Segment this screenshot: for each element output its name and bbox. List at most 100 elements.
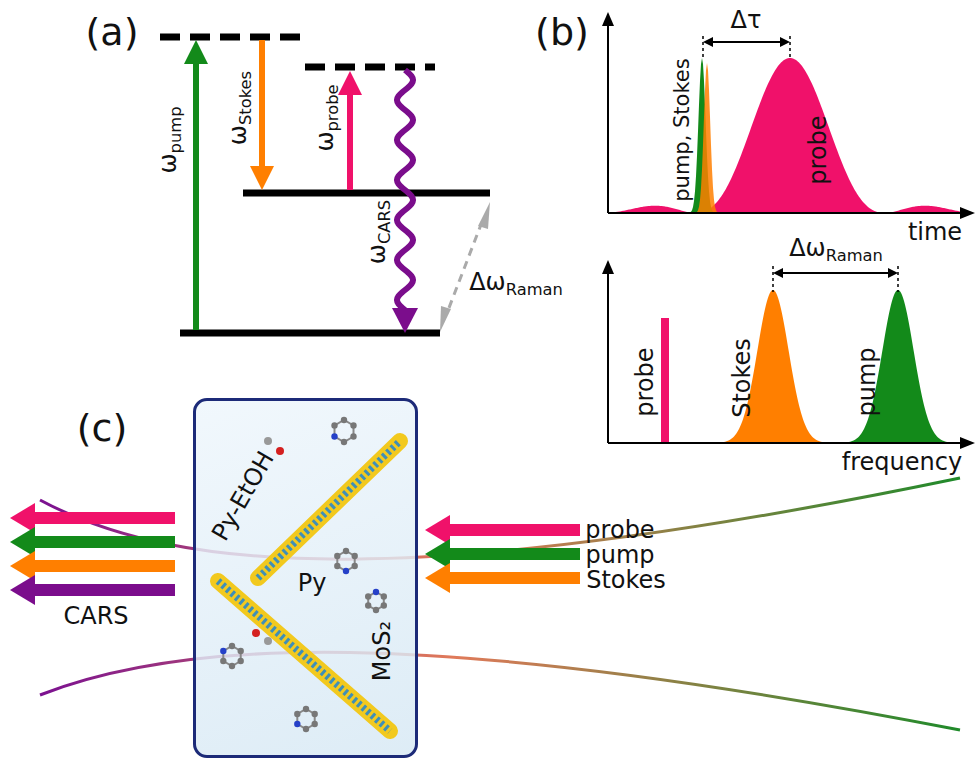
atom [229, 643, 235, 649]
text-label: Stokes [730, 338, 754, 418]
axis-arrow [960, 437, 975, 449]
arrow-head [250, 166, 274, 190]
beam-edge [40, 652, 960, 730]
mos2-lattice [218, 581, 390, 731]
subscript: CARS [375, 200, 394, 244]
text-label: ωStokes [226, 71, 254, 145]
node-text: Py [298, 571, 327, 595]
atom [350, 433, 356, 439]
stokes-spectrum [700, 290, 846, 443]
atom [350, 422, 356, 428]
virtual-level [305, 64, 435, 71]
arrow-head [780, 37, 790, 47]
subscript: Stokes [236, 71, 255, 125]
axis-arrow [602, 260, 614, 274]
pump-beam [448, 548, 580, 560]
transition-arrows [184, 40, 490, 333]
raman-shift-arrow [447, 222, 482, 313]
delay-arrow [712, 41, 781, 43]
guide-line [789, 36, 791, 58]
atom [373, 589, 379, 595]
text-label: pump, Stokes [672, 58, 693, 201]
text-label: time [908, 220, 962, 244]
atom [331, 422, 337, 428]
beam-edge [40, 478, 960, 559]
atom [276, 447, 284, 455]
atom [381, 593, 387, 599]
atom [334, 553, 340, 559]
atom [312, 711, 318, 717]
panel-letter: (c) [77, 409, 128, 447]
energy-levels [160, 37, 490, 333]
axis [608, 212, 962, 214]
atom [365, 602, 371, 608]
axis [607, 24, 609, 213]
text-label: probe [806, 115, 830, 184]
guide-line [702, 36, 704, 58]
atom [312, 721, 318, 727]
pump-spectrum [825, 290, 971, 443]
output-arrows [10, 503, 175, 605]
cars-arrow [397, 70, 413, 310]
arrow-head [10, 527, 35, 557]
arrow-head [425, 563, 450, 593]
text-label: ΔωRaman [789, 236, 883, 264]
text-label: ΔωRaman [469, 270, 563, 298]
atom [294, 721, 300, 727]
axis [607, 272, 609, 443]
raman-shift-arrow [782, 272, 889, 274]
text-label: pump [585, 543, 654, 567]
panel-letter: (a) [86, 13, 139, 51]
node-text: MoS₂ [370, 621, 394, 681]
mos2-flake [258, 441, 400, 578]
atom [352, 553, 358, 559]
arrow-head [478, 202, 490, 229]
subscript: Raman [826, 246, 883, 265]
atom [341, 439, 347, 445]
text-label: ωpump [156, 106, 184, 173]
arrow-head [10, 551, 35, 581]
cars-beam [33, 584, 175, 596]
atom [334, 563, 340, 569]
atom [238, 658, 244, 664]
axis-arrow [960, 207, 975, 219]
arrow-head [703, 37, 713, 47]
frequency-plot [602, 260, 975, 449]
atom [303, 706, 309, 712]
atom [238, 648, 244, 654]
text-label: Δτ [731, 8, 762, 32]
arrow-head [392, 308, 418, 333]
atom [220, 658, 226, 664]
mos2-flake [218, 581, 390, 731]
text-label: pump [855, 347, 879, 416]
arrow-head [10, 503, 35, 533]
atom [373, 607, 379, 613]
sample-cuvette: Py-EtOHPyMoS₂ [193, 398, 418, 758]
stokes-beam [33, 560, 175, 572]
time-plot [602, 12, 975, 219]
arrow-head [440, 306, 451, 332]
stokes-arrow [259, 40, 265, 168]
atom [294, 711, 300, 717]
guide-line [772, 266, 774, 292]
probe-beam [448, 524, 580, 536]
guide-line [897, 266, 899, 292]
text-label: Stokes [586, 568, 666, 592]
atom [264, 637, 272, 645]
atom [365, 593, 371, 599]
beam-focus [40, 478, 960, 730]
stokes-beam [448, 572, 580, 584]
arrow-head [773, 268, 783, 278]
subscript: probe [323, 84, 342, 131]
arrow-head [10, 575, 35, 605]
input-arrows [425, 515, 580, 593]
pump-arrow [193, 62, 199, 330]
text-label: ωCARS [365, 200, 393, 264]
probe-beam [33, 512, 175, 524]
arrow-head [425, 515, 450, 545]
probe-line [661, 318, 669, 443]
pyridine-ring [335, 420, 354, 442]
arrow-head [888, 268, 898, 278]
atom [381, 602, 387, 608]
